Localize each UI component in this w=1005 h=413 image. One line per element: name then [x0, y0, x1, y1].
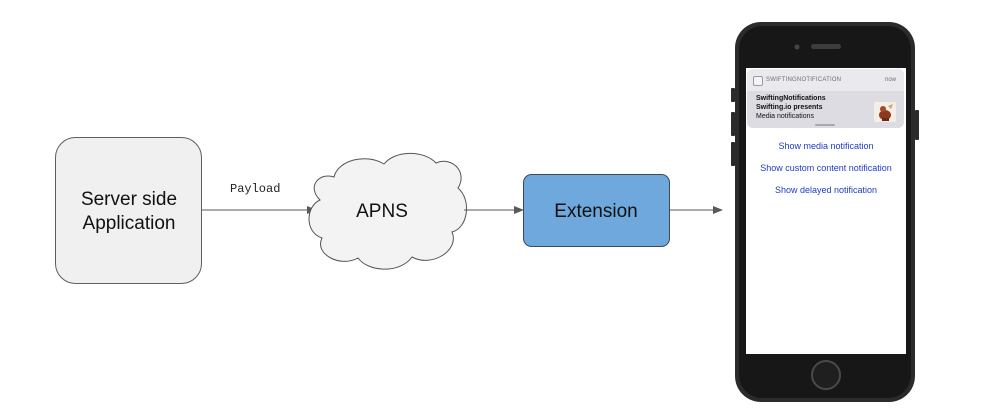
- extension-label: Extension: [554, 201, 637, 222]
- home-button[interactable]: [811, 360, 841, 390]
- extension-box: [523, 174, 670, 247]
- phone-side-button-left-1: [731, 88, 735, 102]
- notification-header: SWIFTINGNOTIFICATION now: [747, 69, 904, 91]
- show-custom-content-notification-button[interactable]: Show custom content notification: [760, 163, 892, 173]
- show-delayed-notification-button[interactable]: Show delayed notification: [774, 185, 878, 195]
- show-media-notification-button[interactable]: Show media notification: [778, 141, 874, 151]
- phone-side-button-left-3: [731, 142, 735, 166]
- apns-label: APNS: [356, 201, 408, 222]
- notification-time: now: [884, 77, 896, 83]
- notification-body: Media notifications: [756, 113, 814, 120]
- earpiece-speaker: [811, 44, 841, 49]
- notification-media-thumbnail: [874, 102, 896, 122]
- extension-node: Extension: [523, 174, 670, 247]
- front-camera-icon: [794, 44, 800, 50]
- media-thumbnail-image: [874, 102, 896, 122]
- apns-cloud-shape: [308, 152, 467, 270]
- notification-expand-handle[interactable]: [815, 124, 835, 126]
- notification-banner[interactable]: SWIFTINGNOTIFICATION now SwiftingNotific…: [747, 69, 904, 128]
- notification-title: SwiftingNotifications: [756, 95, 826, 102]
- notification-subtitle: Swifting.io presents: [756, 104, 823, 111]
- apns-cloud-node: APNS: [308, 152, 467, 270]
- phone-side-button-left-2: [731, 112, 735, 136]
- phone-screen: SWIFTINGNOTIFICATION now SwiftingNotific…: [746, 68, 906, 354]
- server-application-label-line1: Server side: [81, 189, 177, 210]
- app-icon: [753, 76, 763, 86]
- payload-label: Payload: [230, 182, 280, 196]
- server-application-label-line2: Application: [83, 213, 176, 234]
- server-application-node: Server side Application: [55, 137, 202, 284]
- notification-app-name: SWIFTINGNOTIFICATION: [766, 77, 842, 83]
- phone-side-button-right: [915, 110, 919, 140]
- server-application-box: [55, 137, 202, 284]
